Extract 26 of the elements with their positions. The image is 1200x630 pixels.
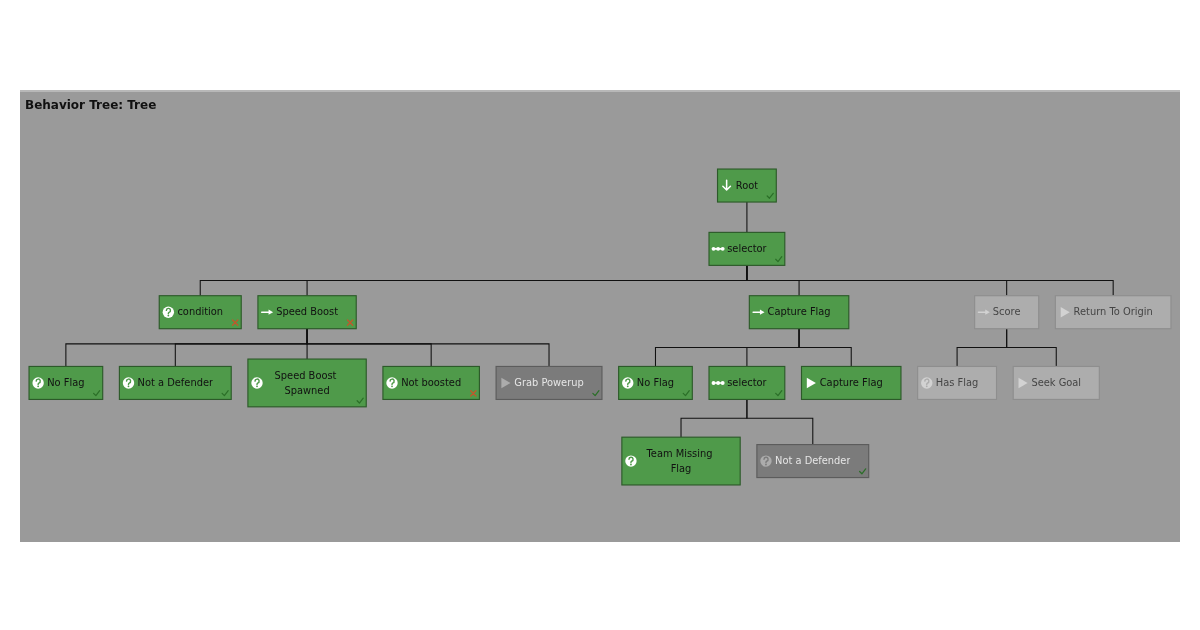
node-label: Root (735, 178, 759, 193)
node-label: Team Missing Flag (645, 446, 714, 476)
node-label: Grab Powerup (514, 376, 584, 391)
node-label: Score (992, 305, 1021, 320)
node-label: No Flag (636, 376, 675, 391)
connector-line (798, 328, 852, 367)
node-label: Speed Boost (276, 305, 338, 320)
node-label: Not a Defender (137, 376, 213, 391)
node-label: Capture Flag (767, 305, 831, 320)
connector-line (306, 328, 550, 367)
node-label: Capture Flag (819, 376, 883, 391)
node-label: Not a Defender (775, 454, 851, 469)
node-label: Seek Goal (1031, 376, 1082, 391)
node-label: Not boosted (401, 376, 462, 391)
diagram-title: Behavior Tree: Tree (25, 98, 157, 112)
node-label: condition (177, 305, 224, 320)
node-label: No Flag (47, 376, 85, 391)
connector-line (746, 398, 814, 446)
node-label: Speed Boost Spawned (273, 368, 338, 398)
node-label: Has Flag (935, 376, 979, 391)
node-label: selector (727, 242, 767, 257)
node-label: Return To Origin (1073, 305, 1153, 320)
connector-line (746, 264, 1114, 297)
connector-line (1006, 328, 1057, 367)
connector-line (746, 201, 748, 233)
node-label: selector (727, 376, 767, 391)
